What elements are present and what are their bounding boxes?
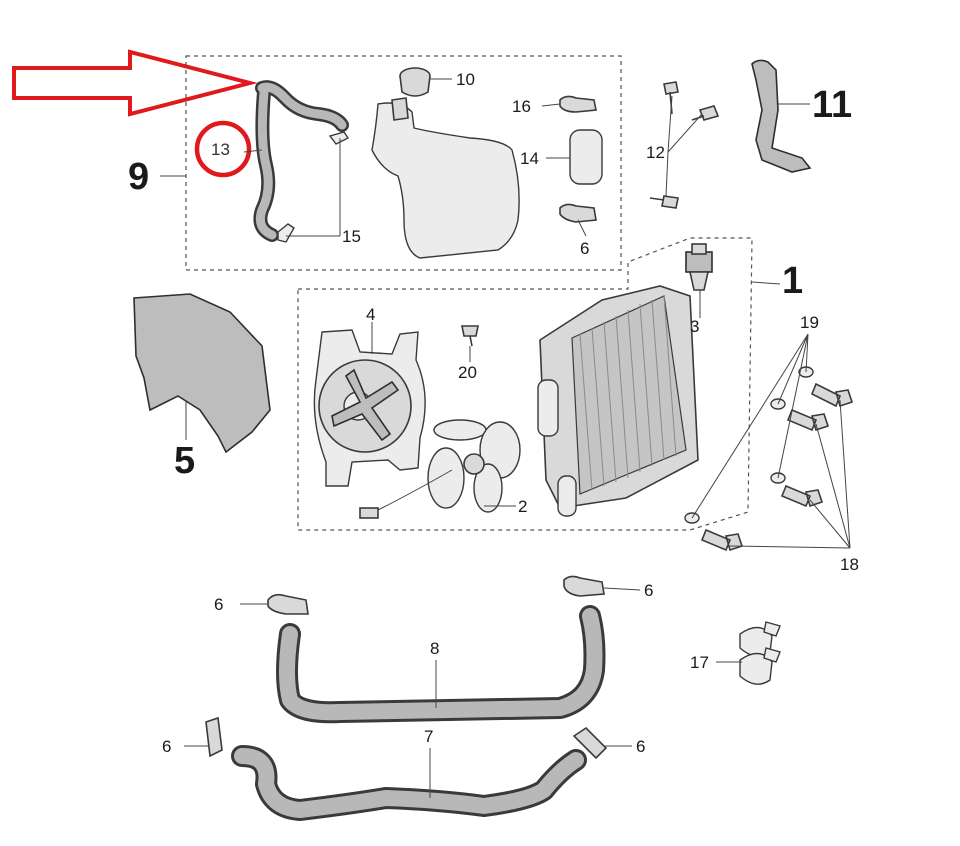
- fan-housing-4: [313, 329, 426, 487]
- highlight-circle: [194, 120, 252, 178]
- callout-6-left-upper: 6: [214, 595, 224, 614]
- callout-12: 12: [646, 143, 665, 162]
- coolant-reservoir: [371, 102, 520, 259]
- fan-2: [359, 419, 521, 519]
- callout-16: 16: [512, 97, 531, 116]
- callout-13: 13: [211, 140, 230, 159]
- radiator-1: [537, 285, 699, 517]
- callout-14: 14: [520, 149, 539, 168]
- temp-switch-3: [685, 243, 713, 291]
- clamp-6-d: [572, 726, 608, 760]
- reservoir-neck: [391, 97, 409, 121]
- red-pointer-arrow: [12, 49, 258, 117]
- clip-15-lower: [277, 223, 295, 243]
- callout-6-right-lower: 6: [636, 737, 646, 756]
- screw-20: [461, 325, 479, 347]
- washers-19-bolts-18: [684, 366, 854, 552]
- callout-17: 17: [690, 653, 709, 672]
- bolts-12: [649, 81, 720, 209]
- reservoir-cap-10: [399, 67, 431, 97]
- callout-4: 4: [366, 305, 376, 324]
- clamp-16: [559, 95, 597, 113]
- callout-5: 5: [174, 440, 196, 482]
- callout-7: 7: [424, 727, 434, 746]
- side-cover-5: [133, 293, 271, 454]
- clamp-6-c: [205, 716, 223, 758]
- hose-7: [231, 745, 587, 821]
- hose-8: [276, 605, 606, 724]
- callout-8: 8: [430, 639, 440, 658]
- callout-9: 9: [128, 156, 150, 198]
- callout-15: 15: [342, 227, 361, 246]
- callout-19: 19: [800, 313, 819, 332]
- callout-6-left-lower: 6: [162, 737, 172, 756]
- callout-11: 11: [812, 84, 853, 126]
- callout-20: 20: [458, 363, 477, 382]
- callout-10: 10: [456, 70, 475, 89]
- group-9-outline: [185, 55, 622, 271]
- callout-1: 1: [782, 260, 804, 302]
- callout-6-group: 6: [580, 239, 590, 258]
- group-1-outline: [297, 237, 753, 531]
- overflow-hose-13: [253, 80, 349, 242]
- clamp-6-b: [563, 575, 605, 597]
- callout-6-right-upper: 6: [644, 581, 654, 600]
- clamps-17: [739, 621, 781, 685]
- callout-2: 2: [518, 497, 528, 516]
- sleeve-14: [569, 129, 603, 185]
- leader-lines: [160, 78, 851, 798]
- clip-15-upper: [328, 131, 350, 145]
- clamp-6-group: [559, 203, 597, 223]
- clamp-6-a: [267, 593, 309, 615]
- bracket-11: [751, 59, 812, 173]
- callout-18: 18: [840, 555, 859, 574]
- callout-3: 3: [690, 317, 700, 336]
